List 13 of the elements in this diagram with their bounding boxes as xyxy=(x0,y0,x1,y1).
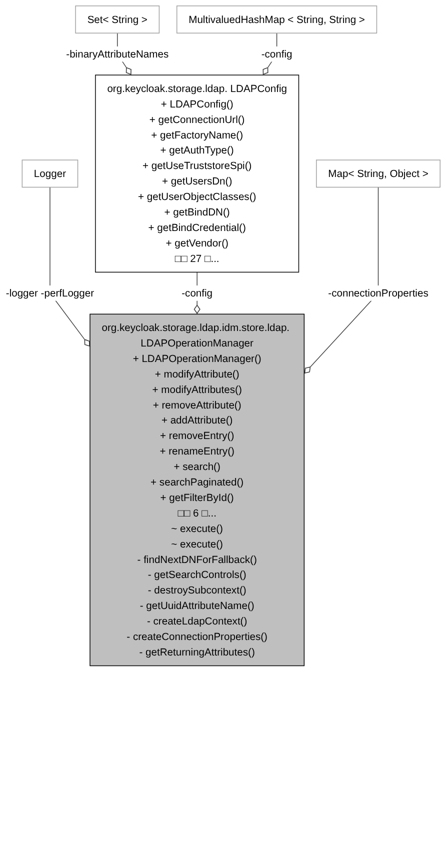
edge-label: -config xyxy=(261,48,292,60)
edge-label: -connectionProperties xyxy=(328,286,428,299)
node-box: Logger xyxy=(22,160,78,188)
node-box: Map< String, Object > xyxy=(316,160,440,188)
node-box: org.keycloak.storage.ldap. LDAPConfig + LDAPConfig() + getConnectionUrl() + getFactoryName() + getAuthType() + getUseTruststoreSpi() + getUsersDn() + getUserObjectClasses() + getBindDN() + getBindCredential() + getVendor() □□ 27 □... xyxy=(95,74,300,273)
connector xyxy=(304,186,379,374)
edge-label: -config xyxy=(182,286,213,299)
connector xyxy=(50,186,90,348)
edge-label: -binaryAttributeNames xyxy=(66,48,169,60)
node-box: Set< String > xyxy=(75,6,160,34)
edge-label: -logger -perfLogger xyxy=(6,286,94,299)
node-box: MultivaluedHashMap < String, String > xyxy=(176,6,378,34)
node-box: org.keycloak.storage.ldap.idm.store.ldap. LDAPOperationManager + LDAPOperationManager() + modifyAttribute() + modifyAttributes() + removeAttribute() + addAttribute() + removeEntry() + renameEntry() + search() + searchPaginated() + getFilterById() □□ 6 □... ~ execute() ~ execute() - findNextDNForFallback() - getSearchControls() - destroySubcontext() - getUuidAttributeName() - createLdapContext() - createConnectionProperties() - getReturningAttributes() xyxy=(90,314,305,666)
